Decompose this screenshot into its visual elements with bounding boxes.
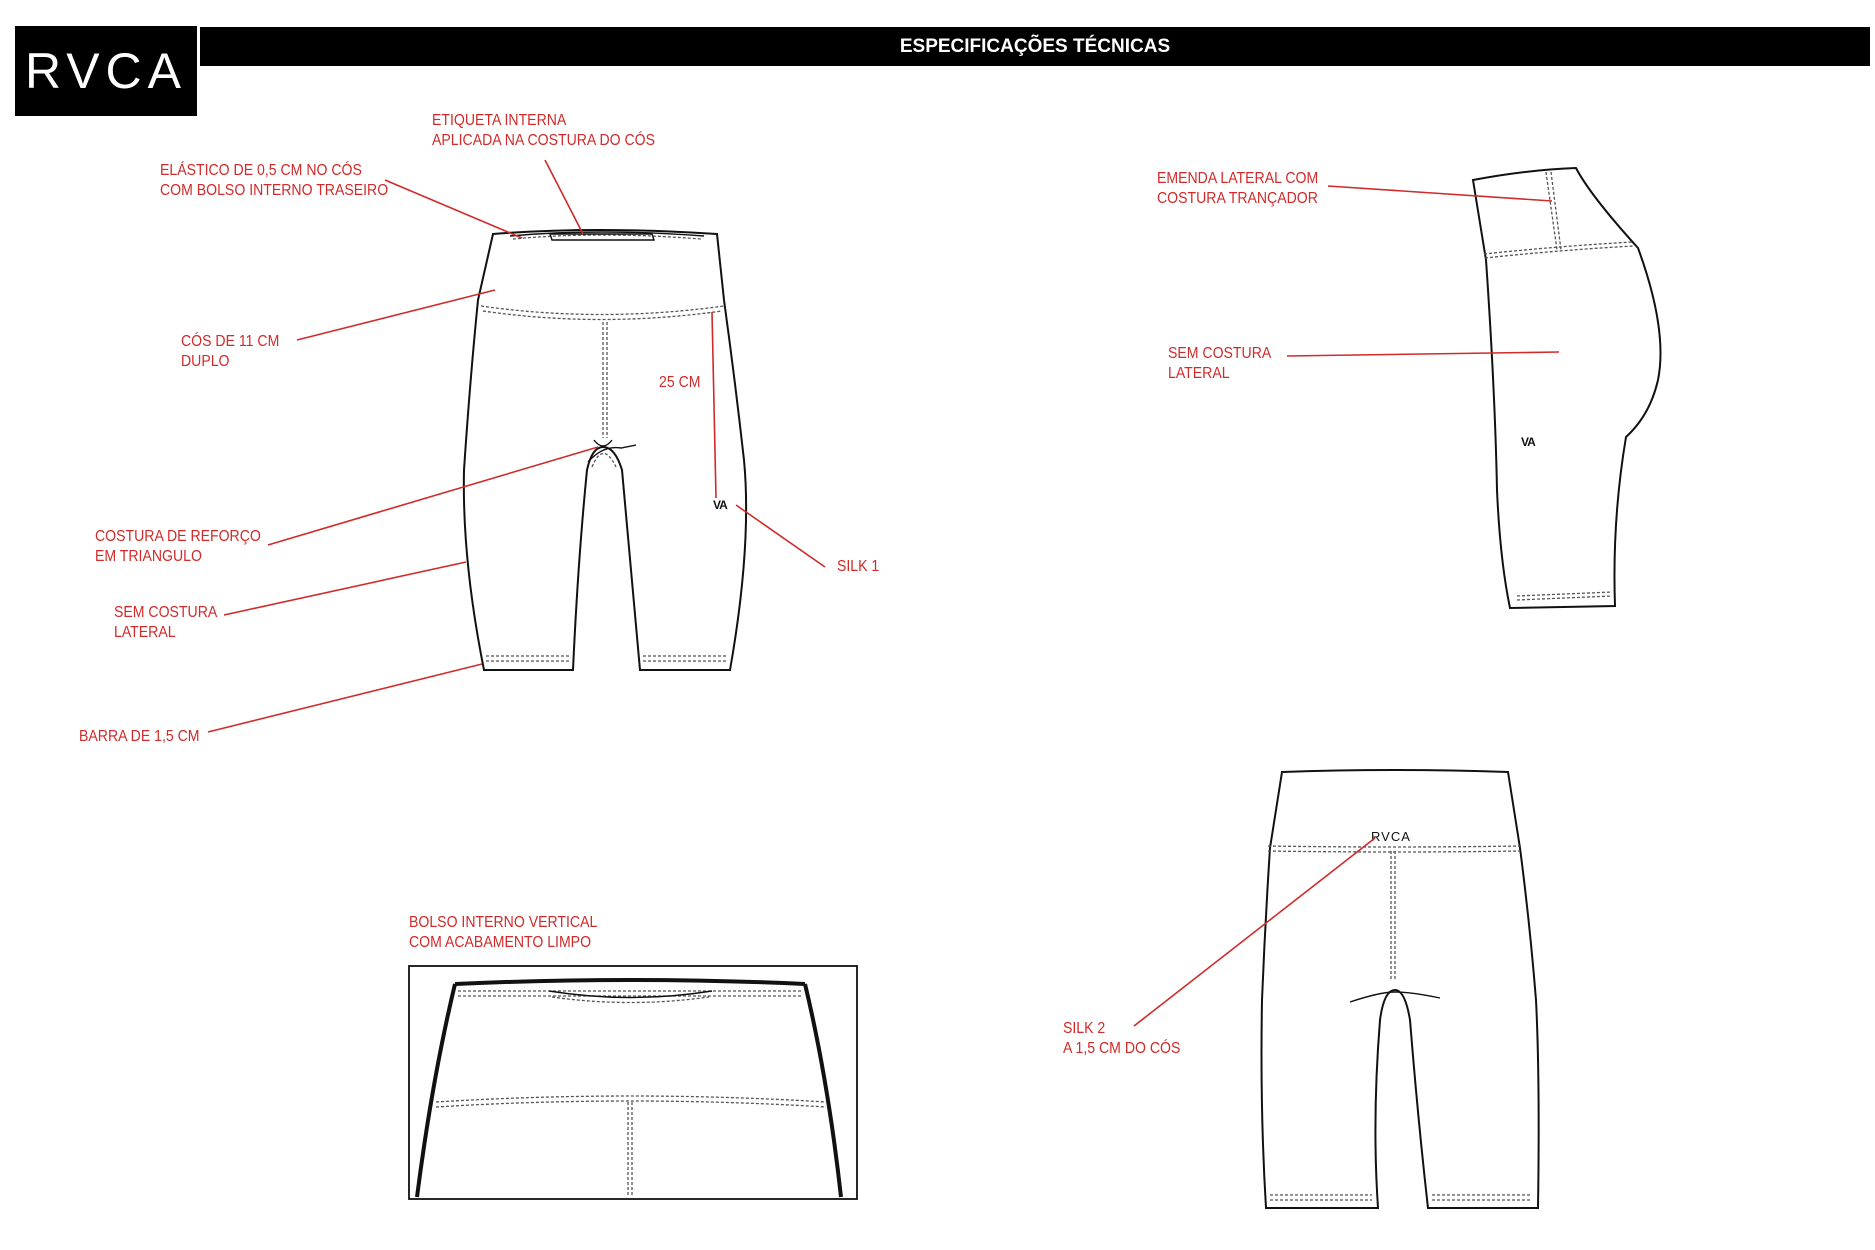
label-emenda: EMENDA LATERAL COM COSTURA TRANÇADOR [1157,169,1318,209]
label-cos-line2: DUPLO [181,353,230,370]
back-callout-lines [1133,837,1376,1027]
label-etiqueta-line1: ETIQUETA INTERNA [432,112,567,129]
side-view-garment: VA [1471,166,1662,610]
side-callout-lines [1286,185,1560,357]
label-barra: BARRA DE 1,5 CM [79,727,200,747]
label-sem-costura-front-line1: SEM COSTURA [114,604,218,621]
logo-text: RVCA [24,43,187,99]
label-sem-costura-side: SEM COSTURA LATERAL [1168,344,1271,384]
label-sem-costura-front-line2: LATERAL [114,624,176,641]
label-silk2: SILK 2 A 1,5 CM DO CÓS [1063,1019,1180,1059]
label-cos-line1: CÓS DE 11 CM [181,333,280,350]
label-sem-costura-side-line2: LATERAL [1168,365,1230,382]
label-sem-costura-front: SEM COSTURA LATERAL [114,603,217,643]
label-silk2-line1: SILK 2 [1063,1020,1106,1037]
label-bolso-line1: BOLSO INTERNO VERTICAL [409,914,598,931]
label-cos: CÓS DE 11 CM DUPLO [181,332,279,372]
label-costura-reforco-line1: COSTURA DE REFORÇO [95,528,261,545]
label-etiqueta: ETIQUETA INTERNA APLICADA NA COSTURA DO … [432,111,655,151]
label-sem-costura-side-line1: SEM COSTURA [1168,345,1272,362]
label-bolso-line2: COM ACABAMENTO LIMPO [409,934,592,951]
label-barra-text: BARRA DE 1,5 CM [79,728,200,745]
back-view-garment: RVCA [1260,769,1540,1209]
label-elastico-line1: ELÁSTICO DE 0,5 CM NO CÓS [160,162,362,179]
label-bolso: BOLSO INTERNO VERTICAL COM ACABAMENTO LI… [409,913,597,953]
brand-logo: RVCA [15,26,197,116]
label-etiqueta-line2: APLICADA NA COSTURA DO CÓS [432,132,655,149]
front-callout-lines [207,159,826,733]
header-bar: ESPECIFICAÇÕES TÉCNICAS [200,27,1870,66]
label-elastico-line2: COM BOLSO INTERNO TRASEIRO [160,182,389,199]
detail-pocket-box [408,965,858,1200]
label-costura-reforco-line2: EM TRIANGULO [95,548,202,565]
label-silk1: SILK 1 [837,557,879,577]
va-mark-side: VA [1521,435,1536,449]
front-view-garment: VA [462,229,748,671]
page-title: ESPECIFICAÇÕES TÉCNICAS [899,35,1171,57]
va-mark-front: VA [713,498,728,512]
label-25cm: 25 CM [659,373,700,393]
label-elastico: ELÁSTICO DE 0,5 CM NO CÓS COM BOLSO INTE… [160,161,388,201]
label-costura-reforco: COSTURA DE REFORÇO EM TRIANGULO [95,527,261,567]
label-emenda-line1: EMENDA LATERAL COM [1157,170,1319,187]
label-silk2-line2: A 1,5 CM DO CÓS [1063,1040,1181,1057]
label-25cm-text: 25 CM [659,374,701,391]
label-silk1-text: SILK 1 [837,558,880,575]
rvca-mark-back: RVCA [1371,829,1411,844]
label-emenda-line2: COSTURA TRANÇADOR [1157,190,1318,207]
